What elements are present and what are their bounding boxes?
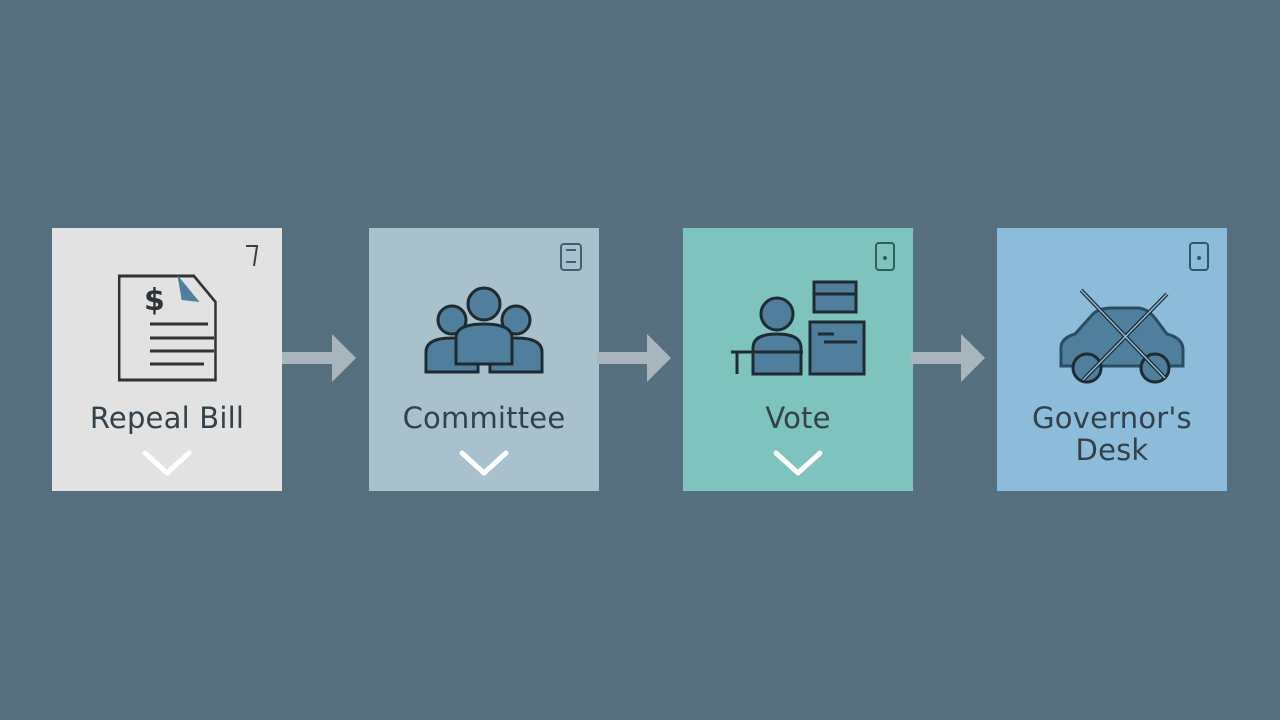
step-label: Vote <box>765 401 831 435</box>
step-vote-card[interactable]: Vote <box>683 228 913 491</box>
phone-corner-icon <box>875 242 895 271</box>
step-label: Committee <box>402 401 566 435</box>
phone-corner-icon <box>1189 242 1209 271</box>
committee-people-icon <box>424 286 544 374</box>
crossed-car-icon <box>1059 288 1185 384</box>
svg-text:$: $ <box>144 283 165 318</box>
corner-tab-icon <box>246 245 259 267</box>
chevron-down-icon[interactable] <box>141 447 193 479</box>
step-committee-card[interactable]: Committee <box>369 228 599 491</box>
chevron-down-icon[interactable] <box>458 447 510 479</box>
step-repeal-bill-card[interactable]: $ Repeal Bill <box>52 228 282 491</box>
step-label: Governor's <box>1032 401 1192 435</box>
arrow-right-icon <box>597 334 671 382</box>
arrow-right-icon <box>911 334 985 382</box>
document-corner-icon <box>560 243 582 271</box>
step-label-line2: Desk <box>1075 433 1149 467</box>
chevron-down-icon[interactable] <box>772 447 824 479</box>
step-governors-desk-card[interactable]: Governor's Desk <box>997 228 1227 491</box>
arrow-right-icon <box>282 334 356 382</box>
step-label: Repeal Bill <box>89 401 245 435</box>
bill-document-dollar-icon: $ <box>117 274 217 382</box>
vote-desk-icon <box>731 280 866 376</box>
